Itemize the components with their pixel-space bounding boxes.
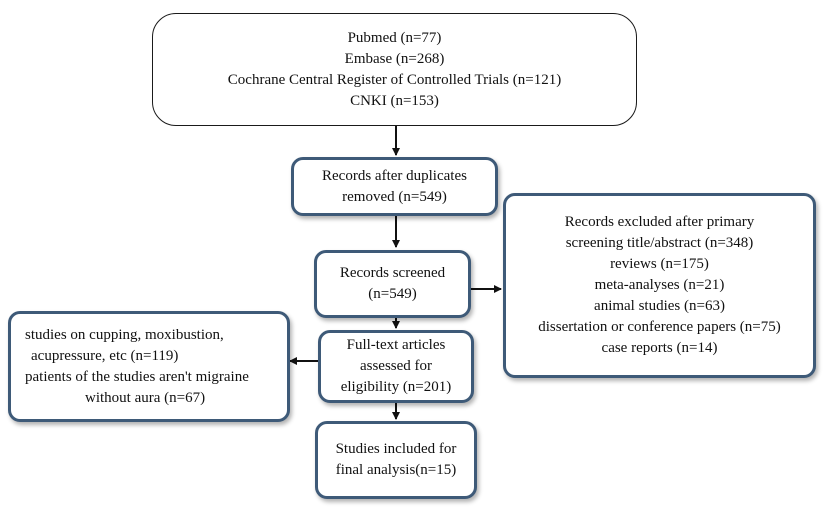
full-text-excluded-line: acupressure, etc (n=119) <box>31 347 179 364</box>
records-excluded-box: Records excluded after primary screening… <box>503 193 816 378</box>
full-text-excluded-line: studies on cupping, moxibustion, <box>25 326 224 343</box>
identification-line: Pubmed (n=77) <box>347 29 442 46</box>
records-excluded-line: case reports (n=14) <box>601 340 718 356</box>
identification-box: Pubmed (n=77) Embase (n=268) Cochrane Ce… <box>152 13 637 126</box>
studies-included-box: Studies included for final analysis(n=15… <box>315 421 477 499</box>
records-screened-line: Records screened <box>339 265 446 281</box>
duplicates-removed-box: Records after duplicates removed (n=549) <box>291 157 498 216</box>
studies-included-line: Studies included for <box>335 441 457 457</box>
records-screened-box: Records screened (n=549) <box>314 250 471 318</box>
full-text-assessed-line: assessed for <box>359 358 433 374</box>
full-text-assessed-line: Full-text articles <box>346 337 446 353</box>
duplicates-removed-line: removed (n=549) <box>342 188 447 205</box>
identification-line: Cochrane Central Register of Controlled … <box>227 71 562 88</box>
records-excluded-line: Records excluded after primary <box>564 214 755 230</box>
records-excluded-line: animal studies (n=63) <box>594 298 725 314</box>
full-text-assessed-box: Full-text articles assessed for eligibil… <box>318 330 474 403</box>
identification-line: Embase (n=268) <box>344 50 445 67</box>
full-text-excluded-line: without aura (n=67) <box>85 389 206 406</box>
full-text-assessed-line: eligibility (n=201) <box>340 379 452 395</box>
records-excluded-line: meta-analyses (n=21) <box>594 277 725 293</box>
studies-included-line: final analysis(n=15) <box>335 462 457 478</box>
records-excluded-line: reviews (n=175) <box>610 256 709 272</box>
full-text-excluded-line: patients of the studies aren't migraine <box>25 368 249 385</box>
records-screened-line: (n=549) <box>368 286 417 302</box>
duplicates-removed-line: Records after duplicates <box>322 167 467 184</box>
records-excluded-line: screening title/abstract (n=348) <box>565 235 754 251</box>
identification-line: CNKI (n=153) <box>350 92 439 109</box>
full-text-excluded-box: studies on cupping, moxibustion, acupres… <box>8 311 290 422</box>
records-excluded-line: dissertation or conference papers (n=75) <box>538 319 781 335</box>
